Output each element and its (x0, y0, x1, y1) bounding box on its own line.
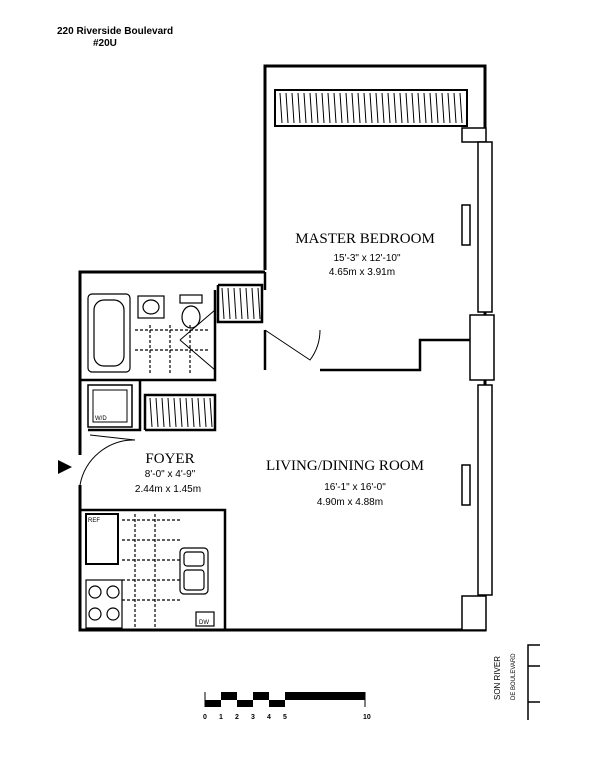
scale-tick-label: 1 (219, 714, 223, 721)
closet-hatch (399, 92, 403, 124)
closet-hatch (245, 287, 249, 320)
closet-hatch (363, 92, 367, 124)
ref-label: REF (88, 518, 100, 524)
washer-dryer: W/D (87, 384, 133, 428)
closet-hatch (173, 397, 177, 428)
scale-tick-label: 0 (203, 714, 207, 721)
closet-hatch (321, 92, 325, 124)
closet-hatch (179, 397, 183, 428)
closet-hatch (375, 92, 379, 124)
closet-hatch (345, 92, 349, 124)
closet-hatch (453, 92, 457, 124)
foyer-closet (149, 397, 213, 428)
closet-hatch (257, 287, 261, 320)
closet-hatch (191, 397, 195, 428)
scale-tick-label: 4 (267, 714, 271, 721)
wd-label: W/D (95, 416, 107, 422)
master-bedroom-label: MASTER BEDROOM (295, 231, 435, 247)
closet-hatch (161, 397, 165, 428)
master-bedroom-dim-metric: 4.65m x 3.91m (329, 267, 395, 278)
scale-tick-label: 2 (235, 714, 239, 721)
compass-line1: SON RIVER (493, 656, 502, 700)
closet-hatch (209, 397, 213, 428)
address: 220 Riverside Boulevard (57, 26, 174, 37)
closet-hatch (369, 92, 373, 124)
compass: SON RIVER DE BOULEVARD (493, 644, 540, 720)
closet-hatch (251, 287, 255, 320)
dw-label: DW (199, 620, 209, 626)
bathroom (87, 293, 210, 375)
closet-hatch (411, 92, 415, 124)
closet-hatch (417, 92, 421, 124)
closet-hatch (221, 287, 225, 320)
compass-line2: DE BOULEVARD (511, 653, 517, 700)
master-bedroom-dim-imperial: 15'-3" x 12'-10" (333, 253, 401, 264)
foyer-dim-imperial: 8'-0" x 4'-9" (145, 469, 196, 480)
small-closet (221, 287, 261, 320)
closet-hatch (239, 287, 243, 320)
scale-tick-label: 3 (251, 714, 255, 721)
foyer-dim-metric: 2.44m x 1.45m (135, 484, 201, 495)
exterior-walls (78, 64, 487, 632)
foyer-label: FOYER (145, 451, 194, 467)
closet-hatch (285, 92, 289, 124)
closet-hatch (155, 397, 159, 428)
closet-hatch (233, 287, 237, 320)
closet-hatch (357, 92, 361, 124)
scale-tick-label: 5 (283, 714, 287, 721)
closet-hatch (303, 92, 307, 124)
closet-hatch (423, 92, 427, 124)
closet-hatch (429, 92, 433, 124)
scale-tick-label: 10 (363, 714, 371, 721)
closet-hatch (327, 92, 331, 124)
closet-hatch (435, 92, 439, 124)
unit-number: #20U (93, 38, 117, 49)
closet-hatch (333, 92, 337, 124)
closet-hatch (381, 92, 385, 124)
closet-hatch (393, 92, 397, 124)
closet-hatch (309, 92, 313, 124)
living-dining-dim-imperial: 16'-1" x 16'-0" (324, 482, 386, 493)
closet-hatch (459, 92, 463, 124)
living-dining-dim-metric: 4.90m x 4.88m (317, 497, 383, 508)
entry-arrow-icon (58, 460, 72, 474)
closet-hatch (405, 92, 409, 124)
closet-hatch (279, 92, 283, 124)
bedroom-closet (274, 89, 468, 127)
closet-hatch (387, 92, 391, 124)
closet-hatch (351, 92, 355, 124)
closet-hatch (185, 397, 189, 428)
closet-hatch (227, 287, 231, 320)
closet-hatch (197, 397, 201, 428)
closet-hatch (297, 92, 301, 124)
kitchen (85, 513, 215, 629)
scale-bar: 0 1 2 3 4 5 10 (203, 692, 371, 721)
windows (461, 127, 495, 631)
closet-hatch (441, 92, 445, 124)
closet-hatch (447, 92, 451, 124)
closet-hatch (291, 92, 295, 124)
closet-hatch (167, 397, 171, 428)
closet-hatch (315, 92, 319, 124)
interior-walls (80, 272, 470, 630)
closet-hatch (149, 397, 153, 428)
closet-hatch (203, 397, 207, 428)
closet-hatch (339, 92, 343, 124)
living-dining-label: LIVING/DINING ROOM (266, 458, 424, 474)
